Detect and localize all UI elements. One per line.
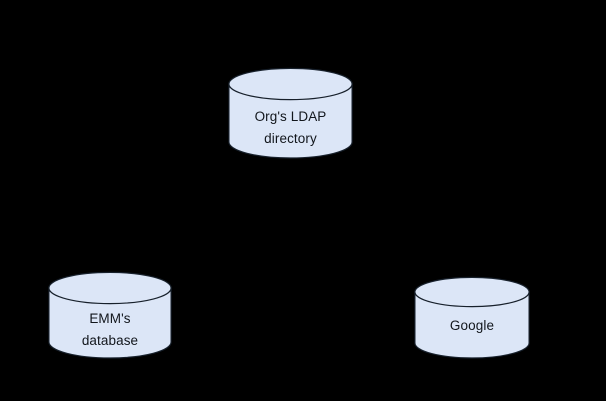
database-cylinder-icon <box>48 271 172 359</box>
ldap-directory-node[interactable]: Org's LDAP directory <box>228 67 353 159</box>
emm-database-node[interactable]: EMM's database <box>48 271 172 359</box>
google-node[interactable]: Google <box>414 276 530 359</box>
database-cylinder-icon <box>414 276 530 359</box>
database-cylinder-icon <box>228 67 353 159</box>
